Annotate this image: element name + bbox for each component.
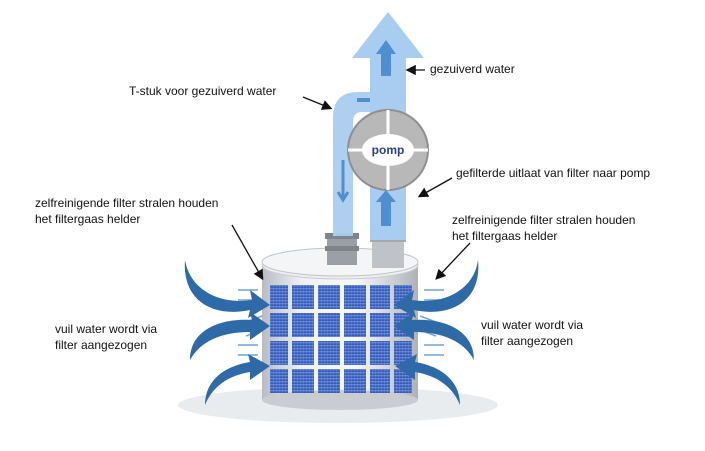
t-stuk-pipe [333, 92, 378, 236]
mesh-panel [318, 313, 340, 337]
mesh-panel [318, 285, 340, 309]
label-gezuiverd-water: gezuiverd water [430, 62, 515, 76]
mesh-panel [370, 313, 390, 337]
leader-lines [231, 64, 471, 281]
mesh-panel [318, 369, 340, 393]
mesh-panel [370, 341, 390, 365]
mesh-panel [394, 341, 412, 365]
mesh-panel [270, 285, 288, 309]
label-vuil-right-2: filter aangezogen [481, 334, 574, 348]
mesh-panel [344, 313, 366, 337]
label-vuil-right-1: vuil water wordt via [481, 318, 584, 332]
suction-swirl-arrows [184, 260, 479, 405]
filter-mesh [270, 285, 412, 393]
label-zelfreinigend-left-2: het filtergaas helder [35, 212, 141, 226]
label-zelfreinigend-right-2: het filtergaas helder [452, 229, 558, 243]
mesh-panel [292, 341, 314, 365]
label-zelfreinigend-left-1: zelfreinigende filter stralen houden [35, 196, 219, 210]
mesh-panel [270, 369, 288, 393]
leader-zelf-right [435, 242, 471, 280]
mesh-panel [318, 341, 340, 365]
mesh-panel [270, 313, 288, 337]
mesh-panel [292, 369, 314, 393]
mesh-panel [394, 369, 412, 393]
leader-t-stuk [302, 96, 333, 110]
label-gefilterde-uitlaat: gefilterde uitlaat van filter naar pomp [456, 166, 651, 180]
mesh-panel [344, 369, 366, 393]
inlet-connector [325, 233, 359, 265]
outlet-connector [370, 236, 406, 268]
label-t-stuk: T-stuk voor gezuiverd water [129, 84, 277, 98]
mesh-panel [292, 285, 314, 309]
mesh-panel [344, 341, 366, 365]
leader-uitlaat [417, 177, 453, 198]
pump: pomp [347, 109, 429, 191]
mesh-panel [370, 369, 390, 393]
label-zelfreinigend-right-1: zelfreinigende filter stralen houden [452, 213, 636, 227]
leader-zelf-left [231, 224, 264, 281]
mesh-panel [270, 341, 288, 365]
label-vuil-left-1: vuil water wordt via [55, 322, 158, 336]
mesh-panel [292, 313, 314, 337]
pump-label: pomp [372, 143, 405, 157]
label-vuil-left-2: filter aangezogen [55, 338, 148, 352]
mesh-panel [344, 285, 366, 309]
mesh-panel [370, 285, 390, 309]
